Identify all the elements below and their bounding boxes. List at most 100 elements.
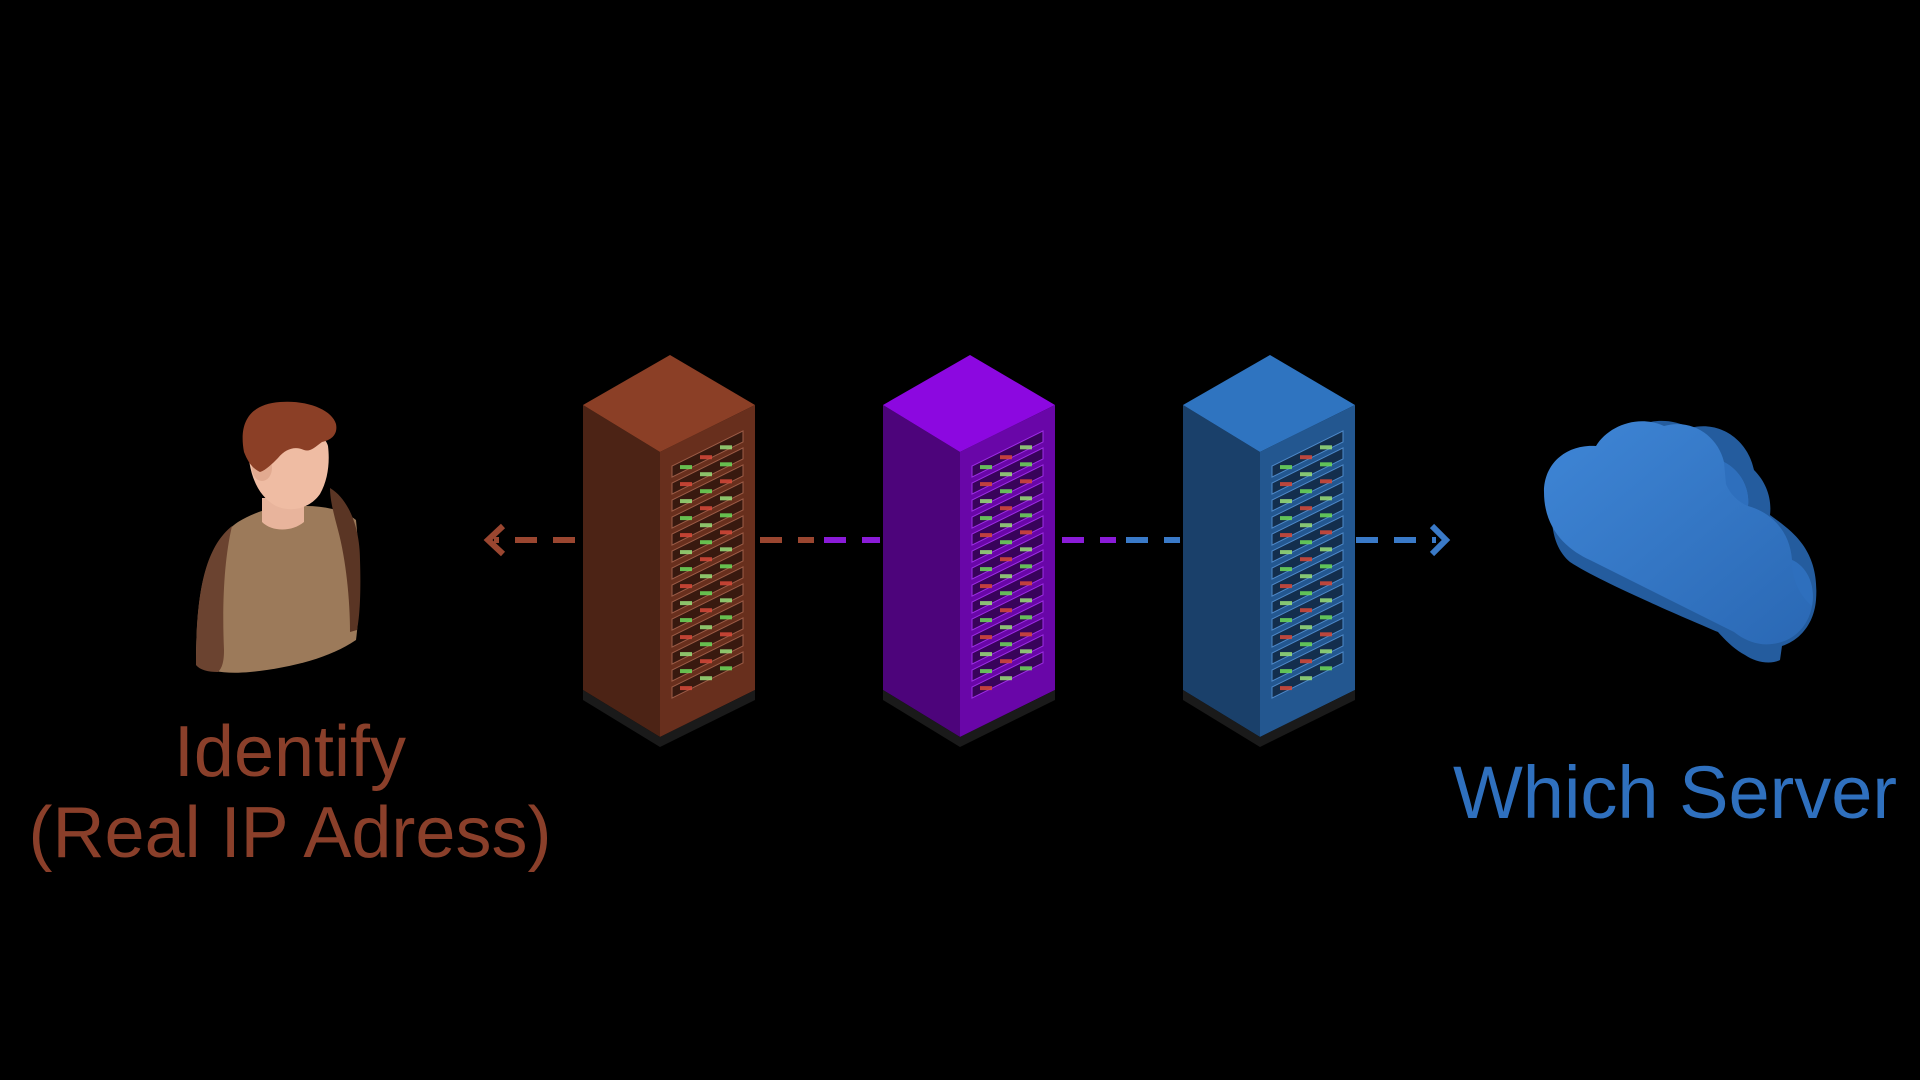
rack-led (1020, 445, 1032, 450)
rack-base (583, 690, 755, 747)
rack-led (1300, 523, 1312, 528)
rack-led (720, 632, 732, 637)
rack-led (720, 564, 732, 569)
rack-led (680, 567, 692, 572)
rack-base (1183, 690, 1355, 747)
rack-led (1280, 618, 1292, 623)
rack-led (1020, 649, 1032, 654)
rack-led (1280, 652, 1292, 657)
rack-led (1000, 472, 1012, 477)
rack-led (1300, 506, 1312, 511)
rack-led (980, 516, 992, 521)
rack-led (680, 533, 692, 538)
rack-led (1020, 547, 1032, 552)
rack-led (1300, 676, 1312, 681)
rack-led (700, 540, 712, 545)
rack-led (980, 533, 992, 538)
rack-led (980, 465, 992, 470)
rack-led (680, 482, 692, 487)
rack-base (883, 690, 1055, 747)
cloud-icon (1544, 420, 1817, 663)
rack-led (1300, 472, 1312, 477)
rack-led (1280, 635, 1292, 640)
rack-led (720, 666, 732, 671)
rack-led (680, 635, 692, 640)
rack-led (700, 625, 712, 630)
rack-led (1280, 482, 1292, 487)
rack-led (1000, 625, 1012, 630)
rack-led (1320, 530, 1332, 535)
rack-led (1280, 516, 1292, 521)
rack-led (1320, 564, 1332, 569)
rack-led (1300, 455, 1312, 460)
rack-led (980, 601, 992, 606)
rack-led (1280, 465, 1292, 470)
rack-led (1020, 462, 1032, 467)
rack-led (1280, 567, 1292, 572)
connector-server1-to-user (483, 523, 575, 557)
rack-left-side (583, 405, 660, 737)
rack-led (680, 465, 692, 470)
rack-led (1000, 676, 1012, 681)
rack-led (700, 676, 712, 681)
rack-led (1300, 608, 1312, 613)
rack-led (1280, 550, 1292, 555)
rack-led (1280, 601, 1292, 606)
rack-led (1300, 557, 1312, 562)
rack-led (1320, 649, 1332, 654)
rack-led (700, 472, 712, 477)
rack-led (700, 574, 712, 579)
rack-led (1020, 513, 1032, 518)
rack-led (680, 652, 692, 657)
rack-led (1000, 642, 1012, 647)
rack-top (1183, 355, 1355, 452)
rack-led (980, 669, 992, 674)
rack-led (1320, 445, 1332, 450)
identify-label-line2: (Real IP Adress) (28, 792, 552, 873)
rack-led (700, 455, 712, 460)
rack-led (720, 530, 732, 535)
rack-led (1000, 506, 1012, 511)
rack-led (1000, 557, 1012, 562)
rack-led (1020, 615, 1032, 620)
rack-led (1300, 642, 1312, 647)
which-server-label: Which Server (1452, 751, 1898, 834)
rack-led (1320, 547, 1332, 552)
rack-led (720, 513, 732, 518)
rack-led (980, 686, 992, 691)
rack-led (700, 523, 712, 528)
rack-left-side (1183, 405, 1260, 737)
server-rack-icon (1183, 355, 1355, 747)
rack-led (1320, 513, 1332, 518)
rack-led (1320, 462, 1332, 467)
rack-led (980, 550, 992, 555)
rack-led (1020, 479, 1032, 484)
rack-top (883, 355, 1055, 452)
rack-led (720, 547, 732, 552)
rack-led (980, 635, 992, 640)
rack-led (680, 499, 692, 504)
rack-led (1280, 499, 1292, 504)
person-icon (196, 401, 361, 673)
rack-led (720, 445, 732, 450)
rack-led (980, 618, 992, 623)
rack-led (720, 615, 732, 620)
rack-led (980, 567, 992, 572)
server-rack-icon (883, 355, 1055, 747)
rack-led (1320, 581, 1332, 586)
rack-led (680, 584, 692, 589)
rack-led (1300, 540, 1312, 545)
rack-led (1320, 479, 1332, 484)
rack-led (1000, 540, 1012, 545)
rack-led (1320, 632, 1332, 637)
rack-led (1280, 669, 1292, 674)
rack-led (1300, 591, 1312, 596)
rack-led (980, 482, 992, 487)
rack-led (680, 618, 692, 623)
rack-led (700, 489, 712, 494)
rack-led (980, 499, 992, 504)
rack-led (700, 591, 712, 596)
rack-led (720, 462, 732, 467)
rack-led (1000, 489, 1012, 494)
